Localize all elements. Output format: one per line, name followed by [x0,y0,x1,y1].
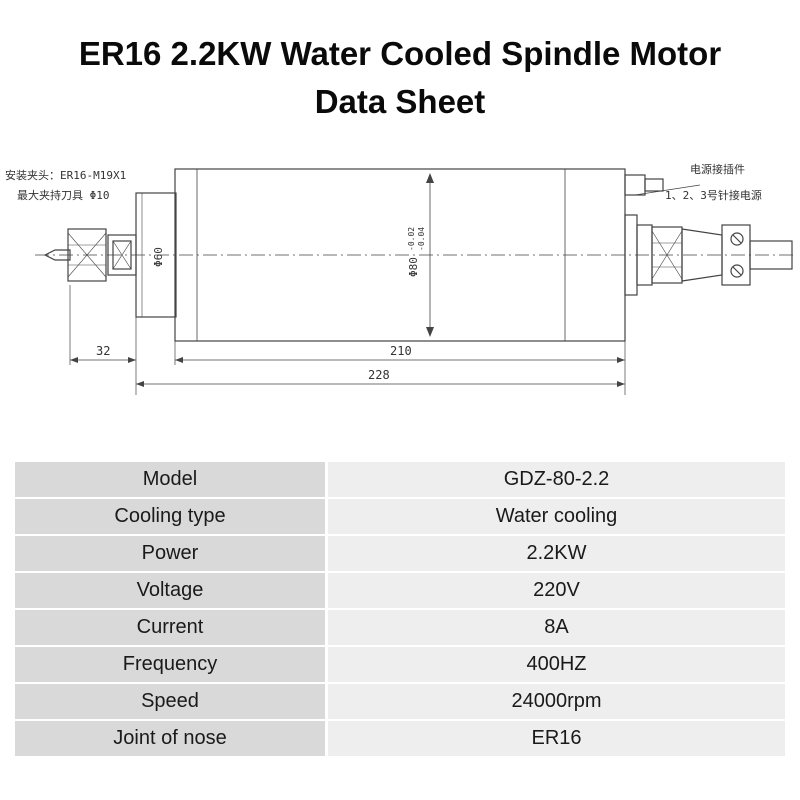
spec-value: ER16 [328,721,785,756]
spindle-drawing: 安装夹头：ER16-M19X1 最大夹持刀具 Φ10 电源接插件 1、2、3号针… [5,162,795,395]
tool-tip-shape [43,249,71,261]
collet-note-2: 最大夹持刀具 Φ10 [17,188,110,202]
table-row: Cooling type Water cooling [15,499,785,534]
spec-key: Joint of nose [15,721,325,756]
table-row: Model GDZ-80-2.2 [15,462,785,497]
spec-value: 2.2KW [328,536,785,571]
spec-key: Current [15,610,325,645]
collet-nut-shape [67,228,107,282]
collet-note-1: 安装夹头：ER16-M19X1 [5,168,126,182]
cable-shape [749,240,793,270]
spec-key: Frequency [15,647,325,682]
spec-key: Model [15,462,325,497]
dim-total-label: 228 [368,368,390,382]
dia-body-label: Φ80 [407,257,420,277]
power-note-2: 1、2、3号针接电源 [665,188,762,202]
table-row: Current 8A [15,610,785,645]
front-flange-shape [135,192,177,318]
table-row: Power 2.2KW [15,536,785,571]
spec-value: 220V [328,573,785,608]
page-title: ER16 2.2KW Water Cooled Spindle Motor Da… [0,30,800,126]
power-note-1: 电源接插件 [690,162,745,176]
spec-value: Water cooling [328,499,785,534]
water-nozzle-shape [624,174,646,196]
tol-upper-label: -0.02 [407,227,416,251]
spec-key: Power [15,536,325,571]
title-line-1: ER16 2.2KW Water Cooled Spindle Motor [78,35,722,72]
tol-lower-label: -0.04 [417,227,426,251]
dim-body-label: 210 [390,344,412,358]
table-row: Voltage 220V [15,573,785,608]
spec-table: Model GDZ-80-2.2 Cooling type Water cool… [15,460,785,758]
spec-key: Speed [15,684,325,719]
table-row: Speed 24000rpm [15,684,785,719]
dia-front-label: Φ60 [152,247,165,267]
spec-key: Cooling type [15,499,325,534]
spec-value: 8A [328,610,785,645]
dim-nose-label: 32 [96,344,110,358]
spec-value: 24000rpm [328,684,785,719]
table-row: Frequency 400HZ [15,647,785,682]
spec-key: Voltage [15,573,325,608]
spec-value: GDZ-80-2.2 [328,462,785,497]
table-row: Joint of nose ER16 [15,721,785,756]
spec-value: 400HZ [328,647,785,682]
title-line-2: Data Sheet [314,83,486,120]
